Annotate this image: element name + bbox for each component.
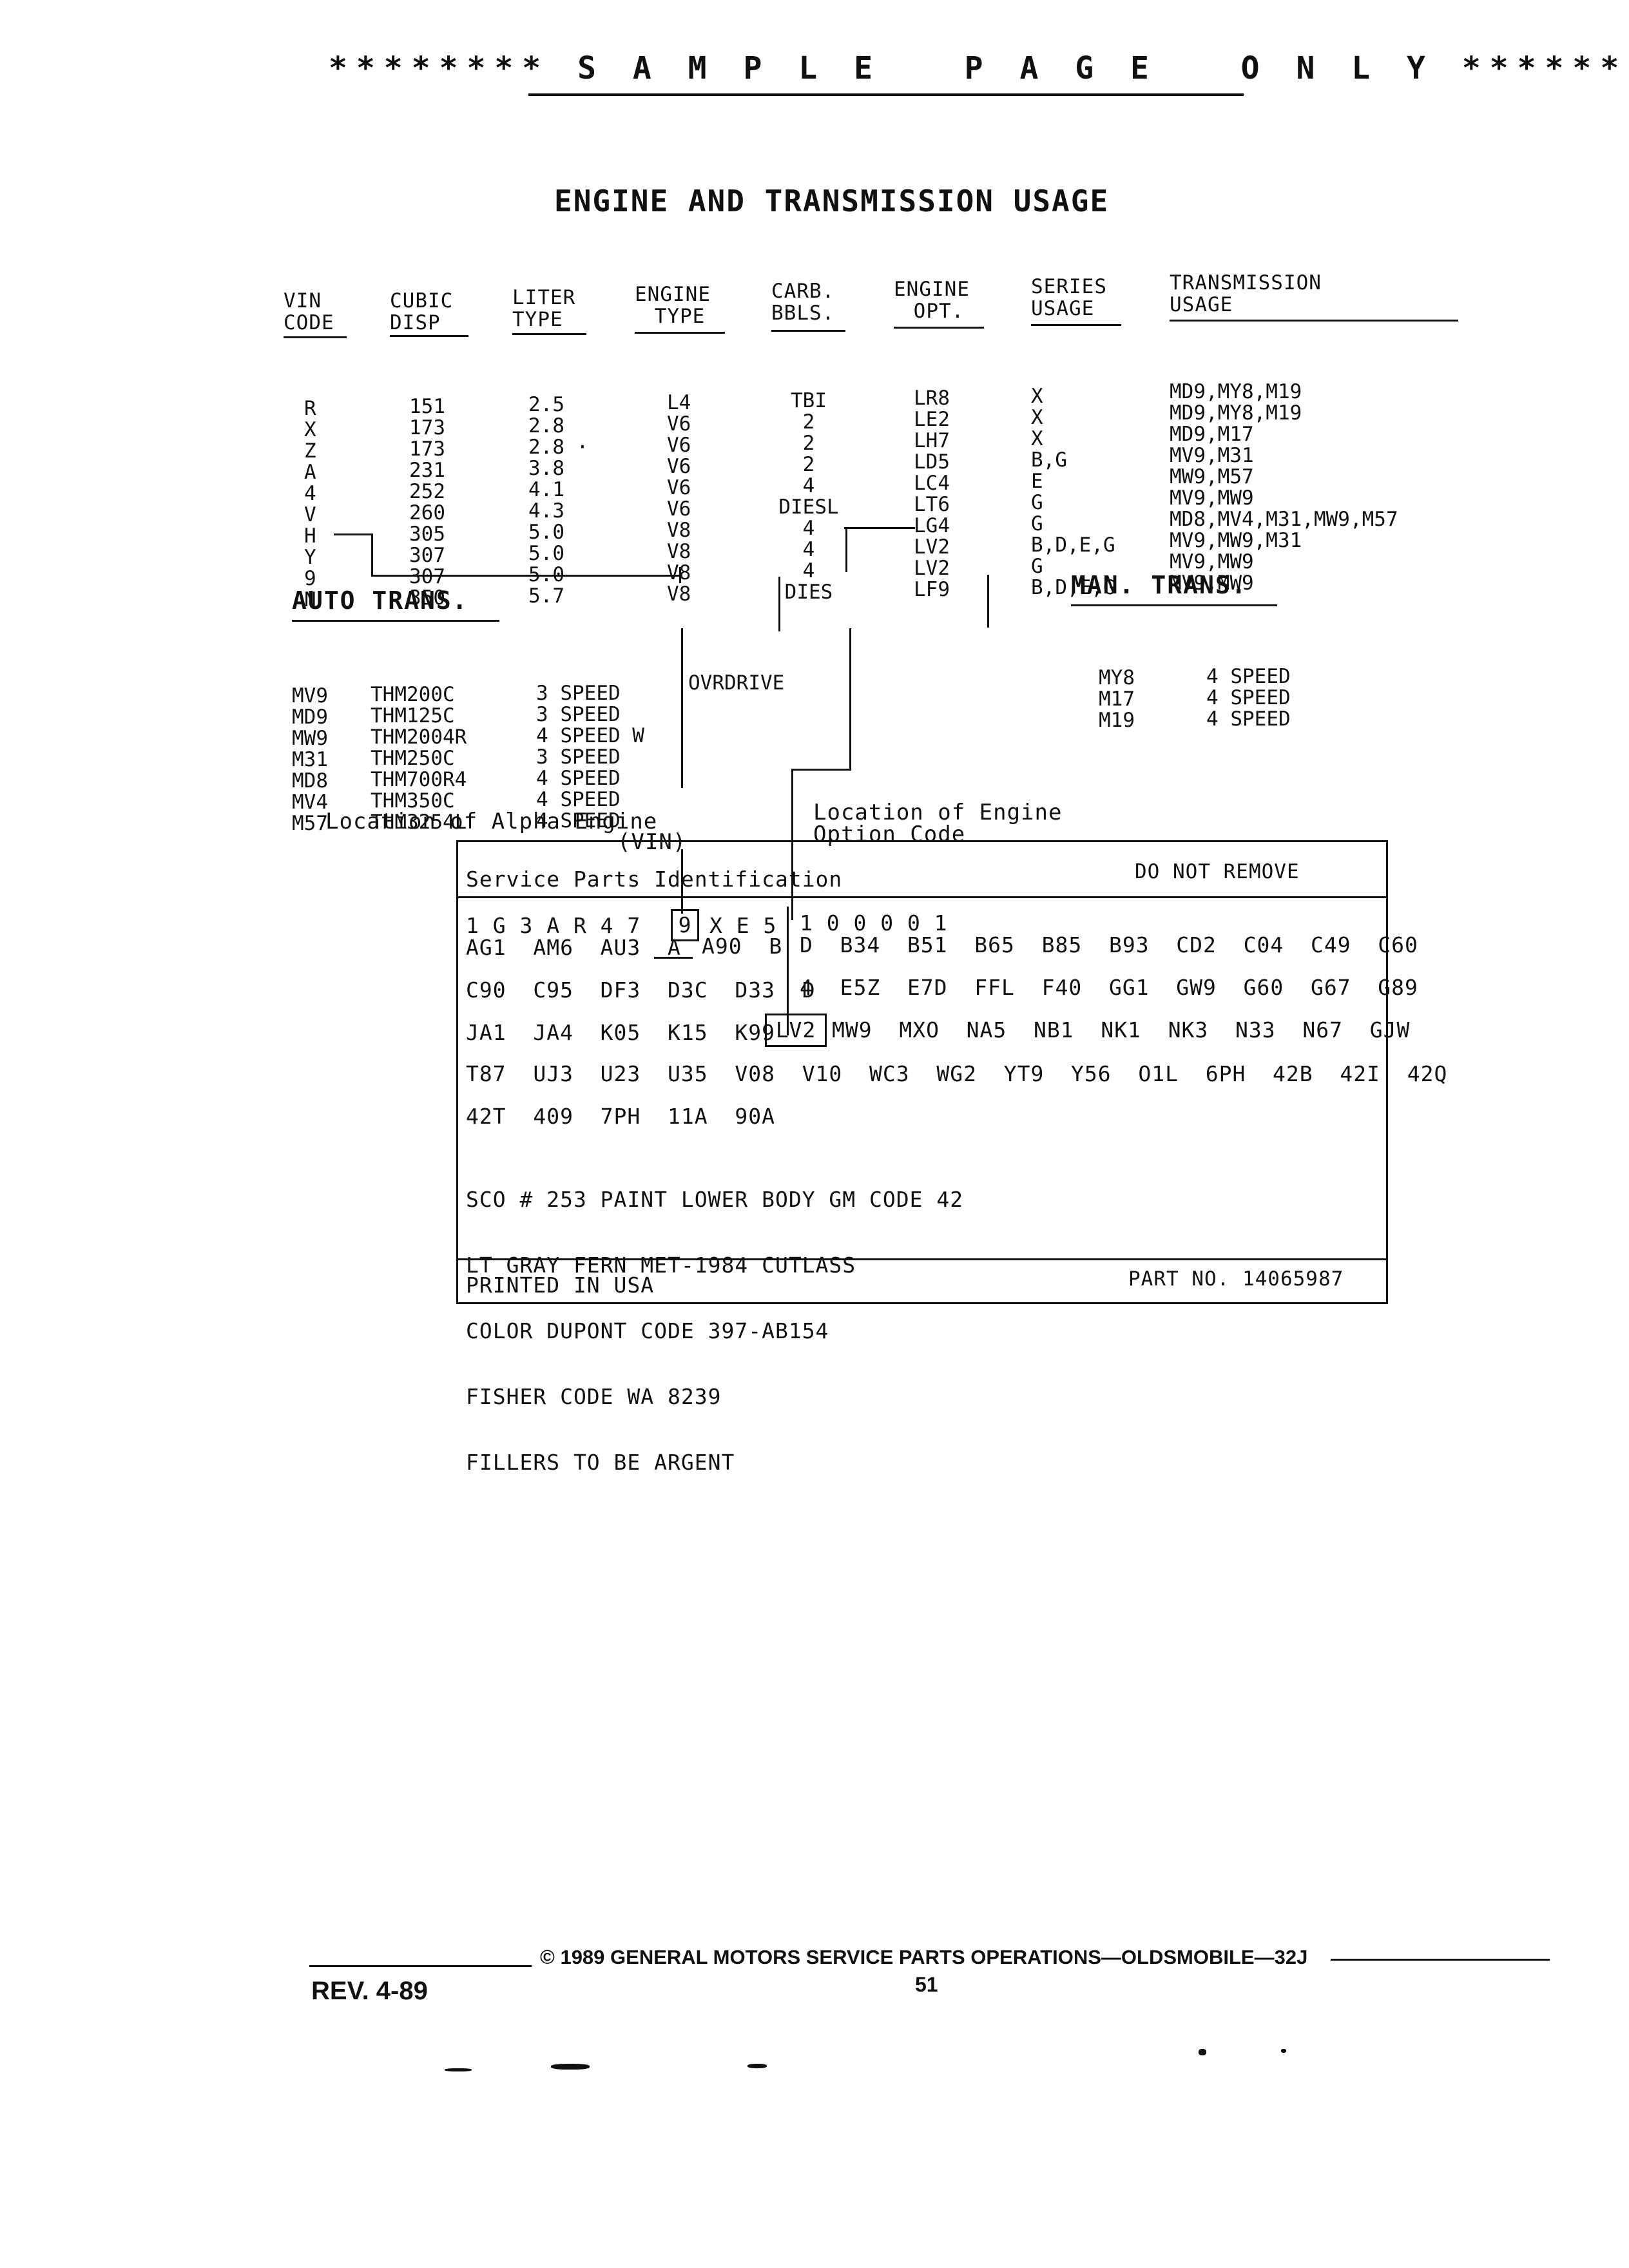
engine-option-line-horizontal — [791, 769, 851, 771]
printed-in-usa: PRINTED IN USA — [466, 1273, 655, 1298]
option-row-3a: JA1 JA4 K05 K15 K99 — [466, 1020, 775, 1045]
scan-smudge — [1199, 2049, 1206, 2055]
engine-option-code-box: LV2 — [765, 1014, 827, 1047]
header-engine-type-rule — [635, 332, 725, 334]
scan-smudge — [747, 2064, 767, 2068]
header-transmission-rule — [1170, 320, 1458, 322]
header-carb-rule — [771, 330, 845, 332]
row-9-bracket-horizontal — [371, 575, 680, 577]
part-number: PART NO. 14065987 — [1128, 1267, 1344, 1291]
auto-trans-rule — [292, 620, 499, 622]
card-notes: SCO # 253 PAINT LOWER BODY GM CODE 42 LT… — [466, 1187, 964, 1475]
vin-left: 1 G 3 A R 4 7 — [466, 913, 641, 938]
footer-rule-right — [1331, 1959, 1550, 1961]
lv2-connector — [844, 527, 915, 529]
option-row-3b: MW9 MXO NA5 NB1 NK1 NK3 N33 N67 GJW — [832, 1017, 1411, 1043]
row-9-connector — [334, 533, 372, 535]
card-footer-rule — [458, 1258, 1386, 1260]
vin-right: X E 5 — [709, 913, 777, 938]
option-row-1a: AG1 AM6 AU3 A — [466, 935, 681, 960]
banner-underline — [528, 93, 1244, 96]
page-title: ENGINE AND TRANSMISSION USAGE — [554, 184, 1110, 218]
row-9-bracket-vertical — [371, 533, 373, 576]
lv2-bracket-vertical — [845, 527, 847, 572]
alpha-engine-pointer — [681, 849, 683, 914]
carb-marker — [778, 577, 780, 631]
vin-tail: 1 0 0 0 0 1 — [800, 910, 948, 936]
scan-smudge — [445, 2068, 472, 2071]
do-not-remove: DO NOT REMOVE — [1135, 860, 1300, 883]
copyright: © 1989 GENERAL MOTORS SERVICE PARTS OPER… — [540, 1946, 1308, 1968]
header-vin-rule — [284, 336, 347, 338]
engine-opt-marker — [987, 575, 989, 628]
row-9-bracket-tick — [679, 567, 681, 583]
option-row-1c: D B34 B51 B65 B85 B93 CD2 C04 C49 C60 — [800, 932, 1418, 957]
header-series-rule — [1031, 324, 1121, 326]
option-row-4: T87 UJ3 U23 U35 V08 V10 WC3 WG2 YT9 Y56 … — [466, 1061, 1448, 1086]
engine-type-column: L4V6V6V6V6V6V8V8V8V8 — [667, 391, 691, 606]
alpha-engine-vin-callout: (VIN) — [617, 829, 687, 855]
service-parts-card: Service Parts Identification DO NOT REMO… — [456, 840, 1447, 1474]
header-liter-rule — [512, 333, 586, 335]
scan-smudge — [551, 2064, 590, 2070]
card-title: Service Parts Identification — [466, 867, 843, 892]
engine-option-line-lower — [791, 769, 793, 920]
option-row-5: 42T 409 7PH 11A 90A — [466, 1104, 775, 1129]
scan-smudge — [1281, 2049, 1286, 2053]
man-trans-heading: MAN. TRANS. — [1071, 571, 1248, 599]
option-row-2a: C90 C95 DF3 D3C D33 D — [466, 977, 816, 1003]
header-cubic-rule — [390, 335, 468, 337]
overdrive-note: OVRDRIVE — [688, 671, 785, 695]
header-carb: CARB.BBLS. — [771, 280, 835, 325]
sample-page-banner: ******** S A M P L E P A G E O N L Y ***… — [329, 50, 1629, 86]
footer-rule-left — [309, 1965, 532, 1967]
engine-option-line-upper — [849, 628, 851, 770]
engine-option-callout: Location of Engine — [813, 800, 1063, 825]
revision: REV. 4-89 — [311, 1977, 428, 2005]
auto-trans-heading: AUTO TRANS. — [292, 586, 468, 615]
vin-divider — [787, 907, 789, 1035]
vin-pointer-line — [654, 957, 693, 959]
page-number: 51 — [915, 1973, 938, 1996]
alpha-engine-callout: Location of Alpha Engine — [325, 809, 658, 834]
vin-engine-code-box: 9 — [671, 909, 699, 941]
option-row-1b: A90 B — [702, 934, 783, 959]
man-trans-rule — [1071, 604, 1277, 606]
card-title-rule — [458, 896, 1386, 898]
alpha-engine-line — [681, 628, 683, 788]
option-row-2b: 4 E5Z E7D FFL F40 GG1 GW9 G60 G67 G89 — [800, 975, 1418, 1000]
header-engine-opt-rule — [894, 327, 984, 329]
